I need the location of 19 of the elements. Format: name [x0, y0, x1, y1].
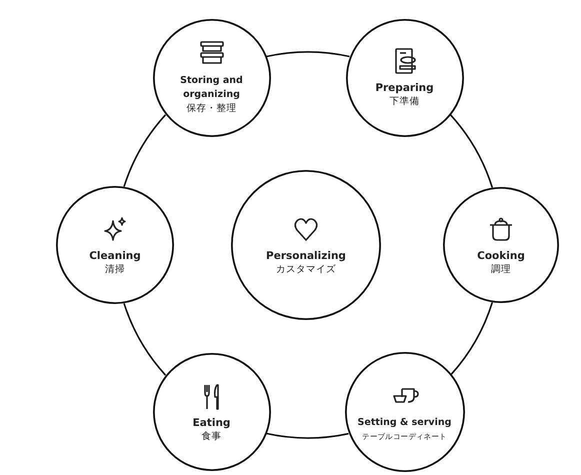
japanese-label: 食事	[202, 430, 222, 443]
node-label: Eating	[192, 416, 230, 430]
ring-arc	[450, 302, 494, 375]
ring-arc	[450, 114, 494, 188]
japanese-label: カスタマイズ	[276, 262, 336, 276]
japanese-label: 保存・整理	[186, 102, 236, 116]
ring-arc	[123, 303, 166, 376]
ring-arc	[123, 114, 166, 187]
node-label: Storing and organizing	[179, 74, 244, 102]
ring-arc	[266, 51, 350, 58]
node-label: Cleaning	[89, 248, 141, 262]
node-label: Preparing	[375, 81, 434, 96]
node-label: Personalizing	[266, 248, 346, 262]
japanese-label: 下準備	[390, 95, 420, 108]
node-label: Setting & serving	[358, 416, 452, 430]
node-label: Cooking	[477, 248, 525, 262]
japanese-label: 調理	[491, 262, 511, 276]
ring-arc	[266, 432, 349, 439]
japanese-label: 清掃	[105, 262, 125, 276]
